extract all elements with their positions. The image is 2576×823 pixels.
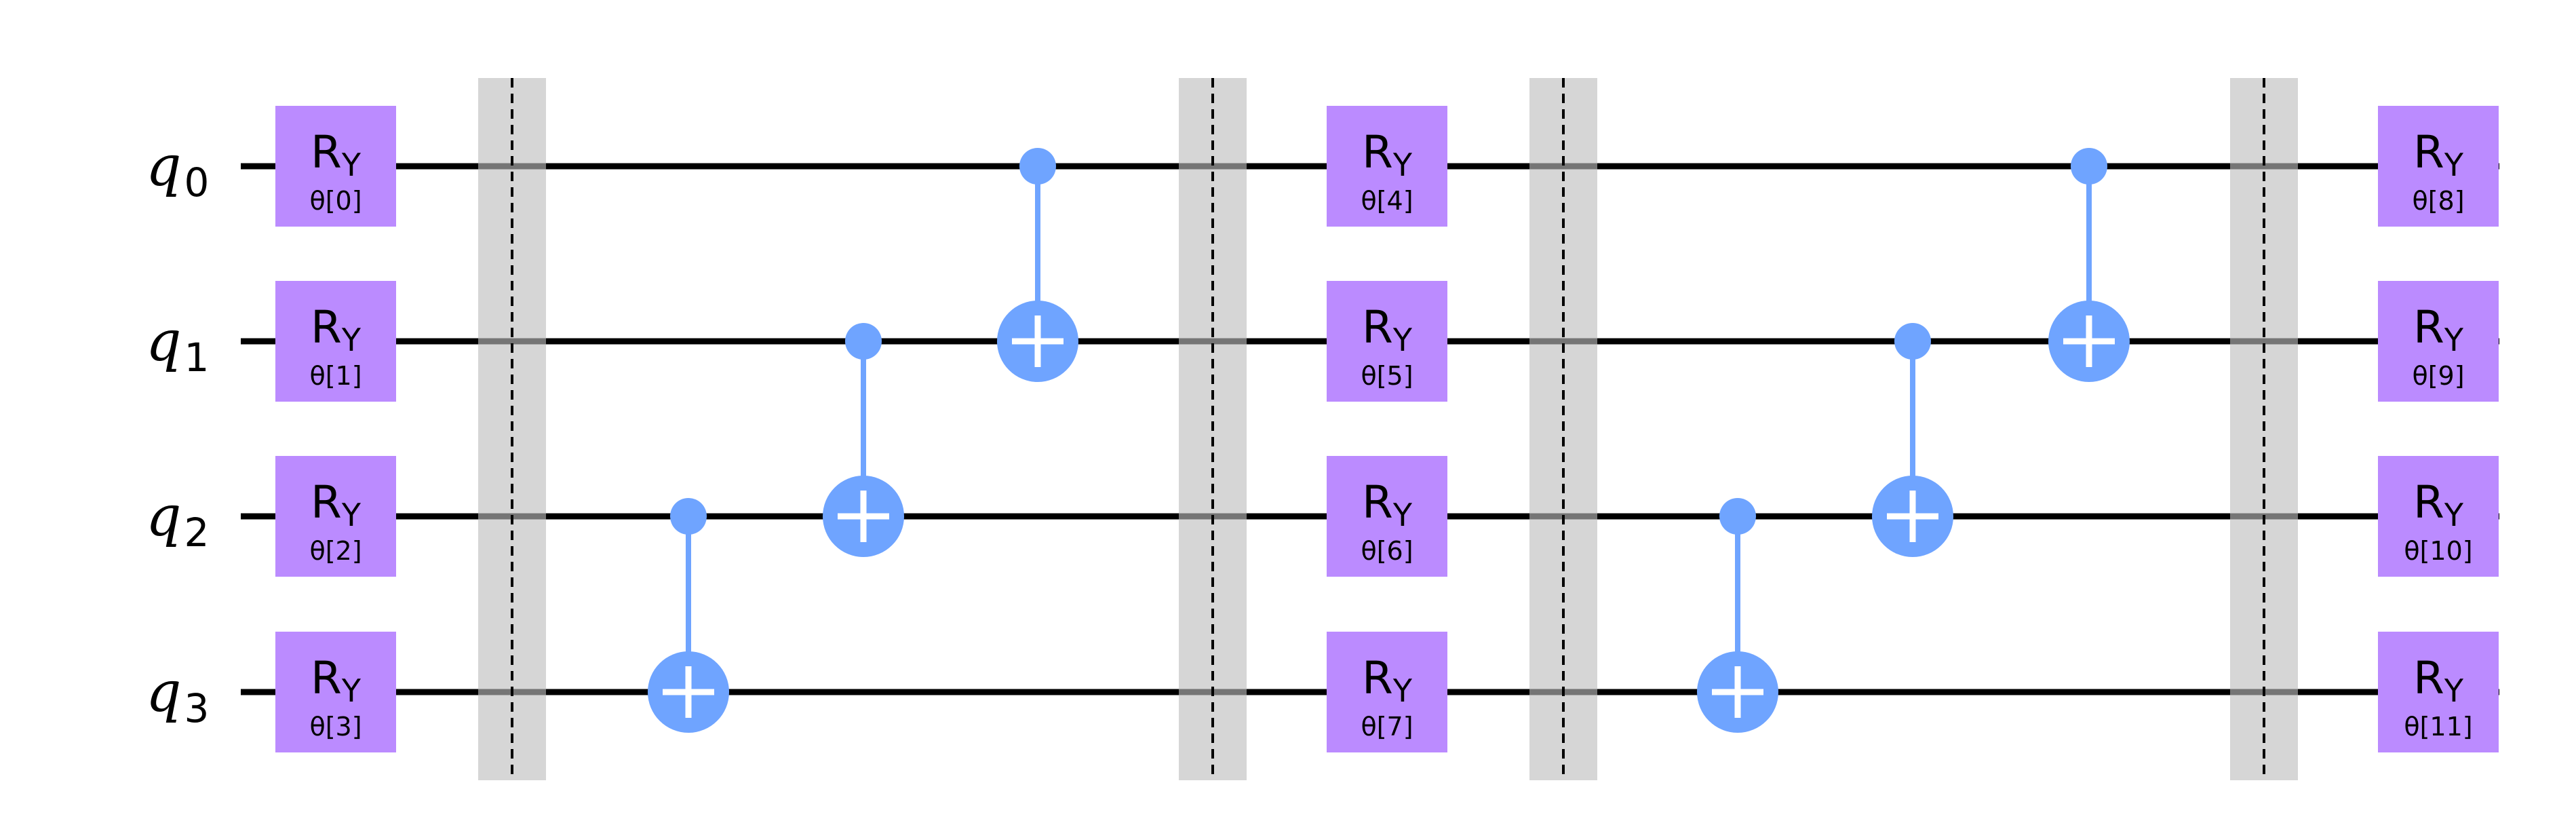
qubit-label-0: q0 bbox=[146, 134, 209, 206]
qubit-labels-layer: q0 q1 q2 q3 bbox=[146, 134, 209, 731]
ry-gate: RYθ[1] bbox=[275, 281, 396, 402]
ry-gate: RYθ[9] bbox=[2378, 281, 2499, 402]
cnot-gate bbox=[1697, 498, 1778, 733]
gate-name: RY bbox=[1362, 652, 1413, 709]
qubit-label-3: q3 bbox=[146, 660, 209, 731]
ry-gate: RYθ[7] bbox=[1327, 632, 1447, 752]
control-dot bbox=[1019, 148, 1056, 185]
gate-parameter: θ[11] bbox=[2404, 712, 2472, 742]
ry-gate: RYθ[11] bbox=[2378, 632, 2499, 752]
gate-box bbox=[1327, 106, 1447, 227]
control-dot bbox=[845, 323, 882, 360]
barrier bbox=[2230, 78, 2298, 780]
gate-name: RY bbox=[1362, 476, 1413, 533]
cnot-gate bbox=[2048, 148, 2130, 382]
ry-gate: RYθ[5] bbox=[1327, 281, 1447, 402]
barrier bbox=[1529, 78, 1597, 780]
gate-box bbox=[2378, 106, 2499, 227]
ry-gate: RYθ[10] bbox=[2378, 456, 2499, 577]
qubit-label-2: q2 bbox=[146, 484, 209, 556]
ry-gate: RYθ[3] bbox=[275, 632, 396, 752]
control-dot bbox=[1894, 323, 1931, 360]
gates-layer: RYθ[0]RYθ[1]RYθ[2]RYθ[3]RYθ[4]RYθ[5]RYθ[… bbox=[275, 106, 2499, 752]
gate-box bbox=[275, 632, 396, 752]
gate-name: RY bbox=[1362, 126, 1413, 183]
control-dot bbox=[2071, 148, 2107, 185]
cnot-gate bbox=[997, 148, 1078, 382]
gate-parameter: θ[1] bbox=[309, 361, 362, 391]
gate-box bbox=[275, 281, 396, 402]
gate-name: RY bbox=[2413, 476, 2464, 533]
gate-name: RY bbox=[311, 126, 362, 183]
ry-gate: RYθ[6] bbox=[1327, 456, 1447, 577]
ry-gate: RYθ[4] bbox=[1327, 106, 1447, 227]
control-dot bbox=[670, 498, 707, 535]
gate-parameter: θ[0] bbox=[309, 186, 362, 216]
gate-box bbox=[2378, 456, 2499, 577]
cnot-gate bbox=[648, 498, 729, 733]
gate-name: RY bbox=[311, 476, 362, 533]
gate-parameter: θ[9] bbox=[2412, 361, 2464, 391]
cnot-gate bbox=[823, 323, 904, 557]
gate-box bbox=[2378, 632, 2499, 752]
gate-box bbox=[1327, 632, 1447, 752]
gate-name: RY bbox=[311, 301, 362, 358]
gate-name: RY bbox=[2413, 652, 2464, 709]
gate-box bbox=[1327, 281, 1447, 402]
qubit-label-1: q1 bbox=[146, 309, 209, 381]
gate-box bbox=[275, 106, 396, 227]
gate-parameter: θ[3] bbox=[309, 712, 362, 742]
gate-box bbox=[2378, 281, 2499, 402]
gate-parameter: θ[4] bbox=[1361, 186, 1413, 216]
gate-parameter: θ[7] bbox=[1361, 712, 1413, 742]
gate-box bbox=[1327, 456, 1447, 577]
ry-gate: RYθ[0] bbox=[275, 106, 396, 227]
gate-parameter: θ[10] bbox=[2404, 536, 2472, 566]
ry-gate: RYθ[8] bbox=[2378, 106, 2499, 227]
gate-name: RY bbox=[1362, 301, 1413, 358]
cnot-gate bbox=[1872, 323, 1953, 557]
barrier bbox=[1179, 78, 1247, 780]
gate-parameter: θ[6] bbox=[1361, 536, 1413, 566]
gate-parameter: θ[5] bbox=[1361, 361, 1413, 391]
gate-name: RY bbox=[311, 652, 362, 709]
gate-name: RY bbox=[2413, 126, 2464, 183]
ry-gate: RYθ[2] bbox=[275, 456, 396, 577]
gate-parameter: θ[2] bbox=[309, 536, 362, 566]
gate-box bbox=[275, 456, 396, 577]
gate-parameter: θ[8] bbox=[2412, 186, 2464, 216]
barriers-layer bbox=[478, 78, 2298, 780]
gate-name: RY bbox=[2413, 301, 2464, 358]
barrier bbox=[478, 78, 546, 780]
control-dot bbox=[1719, 498, 1756, 535]
